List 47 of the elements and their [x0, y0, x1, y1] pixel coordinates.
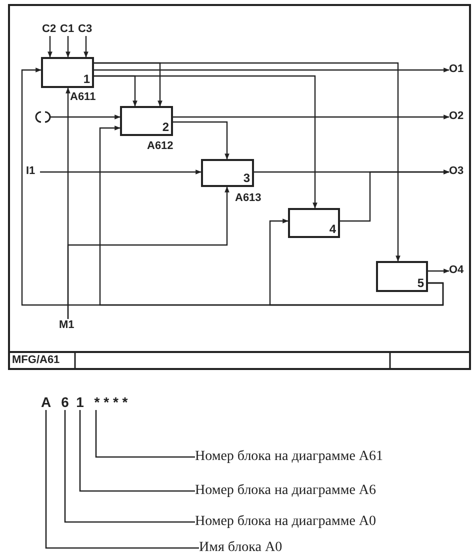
arrow [269, 218, 444, 306]
arrow [340, 170, 450, 222]
activity-code: A611 [70, 91, 96, 104]
arrow [50, 114, 121, 120]
arrow [40, 170, 202, 174]
description-text: Имя блока A0 [199, 540, 319, 557]
box-number: 2 [162, 121, 169, 134]
arrow [428, 268, 450, 274]
arrow [173, 114, 450, 120]
arrow-label: O2 [449, 110, 471, 124]
arrow-label: C3 [78, 23, 95, 36]
tunnel-icon [35, 111, 51, 123]
box-number: 1 [83, 73, 90, 86]
activity-code: A612 [147, 140, 174, 153]
box-number: 3 [243, 172, 250, 185]
code-character: 1 [74, 394, 86, 410]
arrow [67, 186, 230, 319]
arrow [48, 36, 52, 58]
leader-line [45, 410, 199, 549]
leader-line [79, 410, 195, 492]
code-character: * * * * [89, 394, 133, 410]
leader-line [95, 410, 195, 458]
box-number: 4 [329, 223, 336, 236]
description-text: Номер блока на диаграмме A6 [195, 483, 425, 500]
arrow [84, 36, 88, 58]
leader-line [64, 410, 195, 523]
arrow [173, 121, 230, 160]
arrow-label: C2 [42, 23, 59, 36]
description-text: Номер блока на диаграмме A61 [195, 449, 425, 466]
diagram-node-number: MFG/A61 [12, 354, 60, 367]
arrow-label: I1 [26, 165, 40, 179]
activity-box [376, 261, 428, 292]
activity-box [288, 208, 340, 238]
code-character: A [40, 394, 52, 410]
arrow [94, 75, 318, 209]
arrow-label: O3 [449, 165, 471, 179]
arrow [94, 62, 400, 262]
arrow-label: M1 [59, 319, 79, 333]
description-text: Номер блока на диаграмме A0 [195, 514, 425, 531]
code-character: 6 [59, 394, 71, 410]
arrow-label: O1 [449, 63, 471, 77]
arrow-label: O4 [449, 264, 471, 278]
arrow [66, 36, 70, 58]
arrow-label: C1 [60, 23, 77, 36]
arrow [94, 68, 450, 72]
box-number: 5 [417, 277, 424, 290]
activity-code: A613 [235, 192, 262, 205]
